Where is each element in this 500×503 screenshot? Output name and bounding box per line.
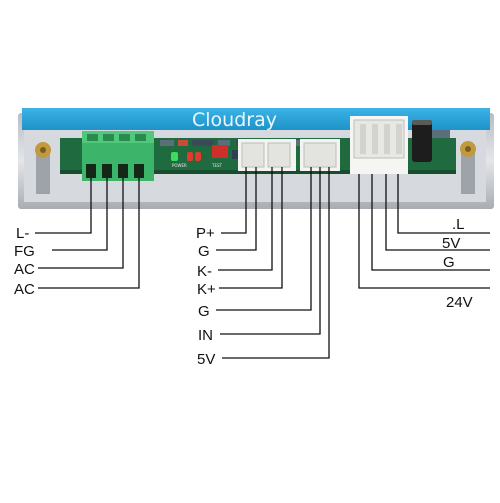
output-power-connector — [350, 116, 408, 174]
label-g-2: G — [198, 303, 210, 320]
trim-potentiometer — [232, 150, 241, 159]
label-g-right: G — [443, 254, 455, 271]
middle-labels: P+ G K- K+ G IN 5V — [196, 225, 216, 368]
label-5v: 5V — [197, 351, 215, 368]
label-5v-right: 5V — [442, 235, 460, 252]
brand-logo: Cloudray — [192, 109, 277, 131]
label-l-minus: L- — [16, 225, 29, 242]
board-edge — [60, 170, 456, 174]
left-terminal-leaders — [35, 178, 140, 289]
test-silkscreen: TEST — [211, 163, 223, 168]
right-connector-leaders — [358, 174, 490, 289]
power-supply-unit: Cloudray — [18, 108, 494, 209]
right-mount-standoff — [460, 141, 476, 194]
label-k-minus: K- — [197, 263, 212, 280]
test-button — [212, 145, 228, 158]
terminal-screws — [87, 134, 146, 141]
label-24v: 24V — [446, 294, 473, 311]
middle-connector-leaders — [216, 167, 330, 359]
control-connector-4pin — [238, 139, 296, 171]
electrolytic-capacitor — [412, 120, 432, 162]
power-led — [171, 152, 178, 161]
control-connector-3pin — [300, 139, 340, 171]
right-labels: .L 5V G 24V — [442, 216, 473, 311]
left-labels: L- FG AC AC — [14, 225, 35, 298]
label-in: IN — [198, 327, 213, 344]
label-ac-1: AC — [14, 261, 35, 278]
label-g-1: G — [198, 243, 210, 260]
power-silkscreen: POWER — [172, 163, 187, 168]
label-p-plus: P+ — [196, 225, 215, 242]
label-ac-2: AC — [14, 281, 35, 298]
label-fg: FG — [14, 243, 35, 260]
terminal-wire-holes — [86, 164, 144, 178]
test-led-pair — [187, 152, 201, 161]
ac-input-terminal-block — [82, 131, 154, 181]
label-k-plus: K+ — [197, 281, 216, 298]
label-l: .L — [452, 216, 465, 233]
left-mount-standoff — [35, 142, 51, 194]
